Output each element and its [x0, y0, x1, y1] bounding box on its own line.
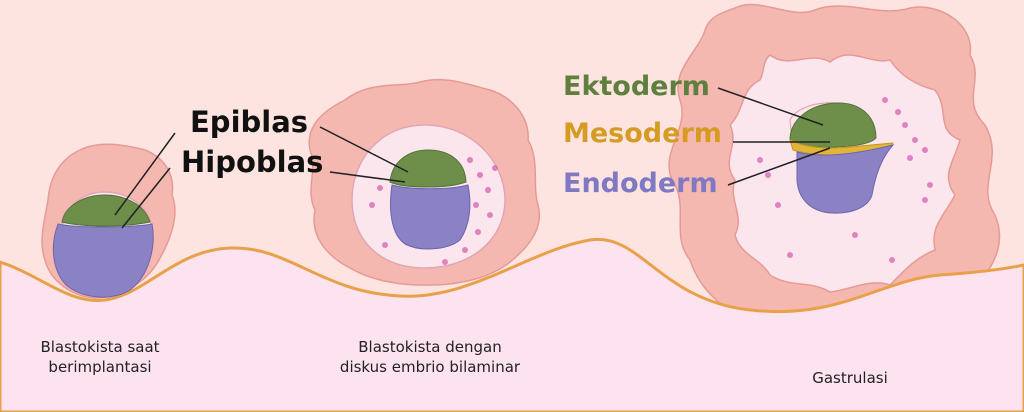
endoderm-pointer: [727, 147, 831, 186]
epiblas-pointer-stage1: [114, 132, 176, 216]
hipoblas-pointer-stage1: [121, 167, 171, 229]
syncytiotrophoblast-cells: [369, 97, 933, 265]
caption-stage1-line1: Blastokista saat: [40, 338, 160, 356]
label-hipoblas: Hipoblas: [181, 145, 324, 179]
caption-stage2-line2: diskus embrio bilaminar: [339, 358, 521, 376]
caption-stage3-line1: Gastrulasi: [812, 369, 888, 387]
caption-stage1-line2: berimplantasi: [48, 358, 152, 376]
label-endoderm: Endoderm: [563, 168, 718, 199]
leader-lines: [114, 87, 831, 229]
caption-stage2-line1: Blastokista dengan: [358, 338, 502, 356]
caption-stage2: Blastokista dengan diskus embrio bilamin…: [300, 337, 560, 377]
stage3-endoderm: [796, 144, 895, 214]
stage1-hypoblast: [52, 223, 154, 298]
uterine-wall: [0, 237, 1024, 412]
epiblas-pointer-stage2: [319, 126, 409, 173]
stage1-epiblast: [61, 194, 151, 227]
label-ektoderm: Ektoderm: [563, 71, 710, 102]
ektoderm-pointer: [717, 87, 824, 126]
caption-stage3: Gastrulasi: [780, 368, 920, 388]
label-mesoderm: Mesoderm: [563, 118, 722, 149]
stage2-hypoblast: [390, 184, 471, 250]
stage3-ektoderm: [789, 102, 877, 148]
stage2-epiblast: [389, 149, 467, 188]
hipoblas-pointer-stage2: [329, 171, 406, 183]
caption-stage1: Blastokista saat berimplantasi: [10, 337, 190, 377]
label-epiblas: Epiblas: [190, 105, 309, 139]
